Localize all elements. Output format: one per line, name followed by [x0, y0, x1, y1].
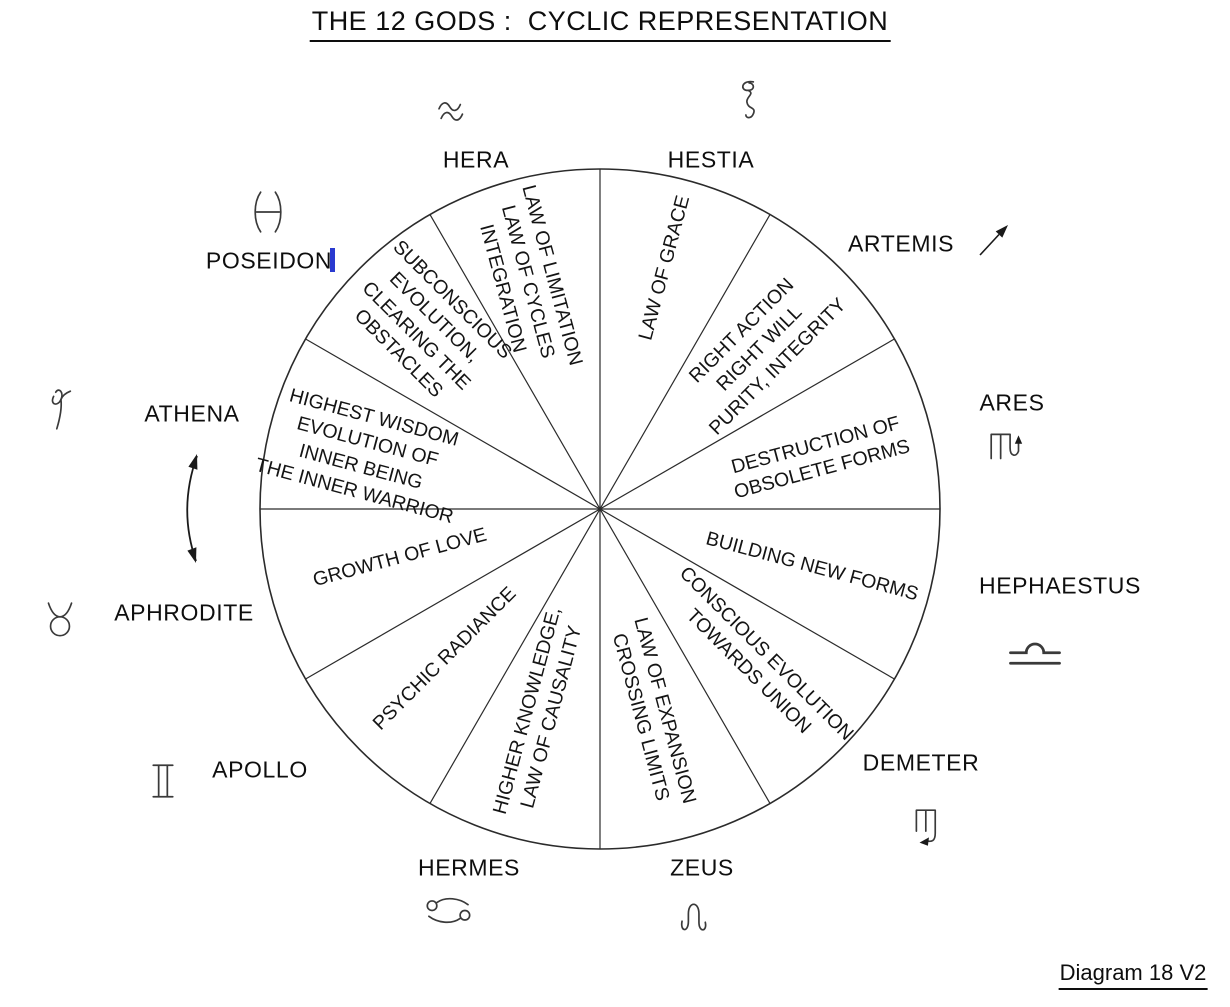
god-label-hermes: HERMES — [417, 854, 521, 881]
god-label-apollo: APOLLO — [212, 756, 308, 783]
god-label-poseidon: POSEIDON — [205, 247, 333, 274]
aquarius-icon — [438, 102, 464, 121]
diagram-version-label: Diagram 18 V2 — [1058, 960, 1208, 990]
cycle-direction-arrow — [186, 454, 198, 563]
gemini-icon — [152, 764, 174, 798]
god-label-demeter: DEMETER — [862, 749, 980, 776]
capricorn-icon — [741, 80, 755, 119]
god-label-hera: HERA — [442, 146, 510, 173]
god-label-athena: ATHENA — [144, 400, 240, 427]
god-label-ares: ARES — [979, 389, 1045, 416]
god-label-artemis: ARTEMIS — [847, 230, 955, 257]
libra-icon — [1009, 642, 1061, 665]
leo-icon — [680, 903, 707, 931]
god-label-aphrodite: APHRODITE — [114, 599, 254, 626]
god-label-zeus: ZEUS — [670, 854, 734, 881]
god-label-hephaestus: HEPHAESTUS — [979, 572, 1141, 599]
taurus-icon — [47, 602, 73, 637]
cancer-icon — [426, 897, 471, 924]
god-label-hestia: HESTIA — [667, 146, 755, 173]
scorpio-icon — [990, 433, 1023, 460]
aries-icon — [51, 389, 72, 430]
page-title: THE 12 GODS : CYCLIC REPRESENTATION — [309, 6, 891, 42]
sagittarius-arrow-icon — [979, 225, 1008, 256]
pisces-icon — [254, 191, 282, 233]
virgo-icon — [915, 809, 937, 846]
text-caret — [330, 248, 335, 272]
wheel-spokes — [260, 169, 940, 849]
